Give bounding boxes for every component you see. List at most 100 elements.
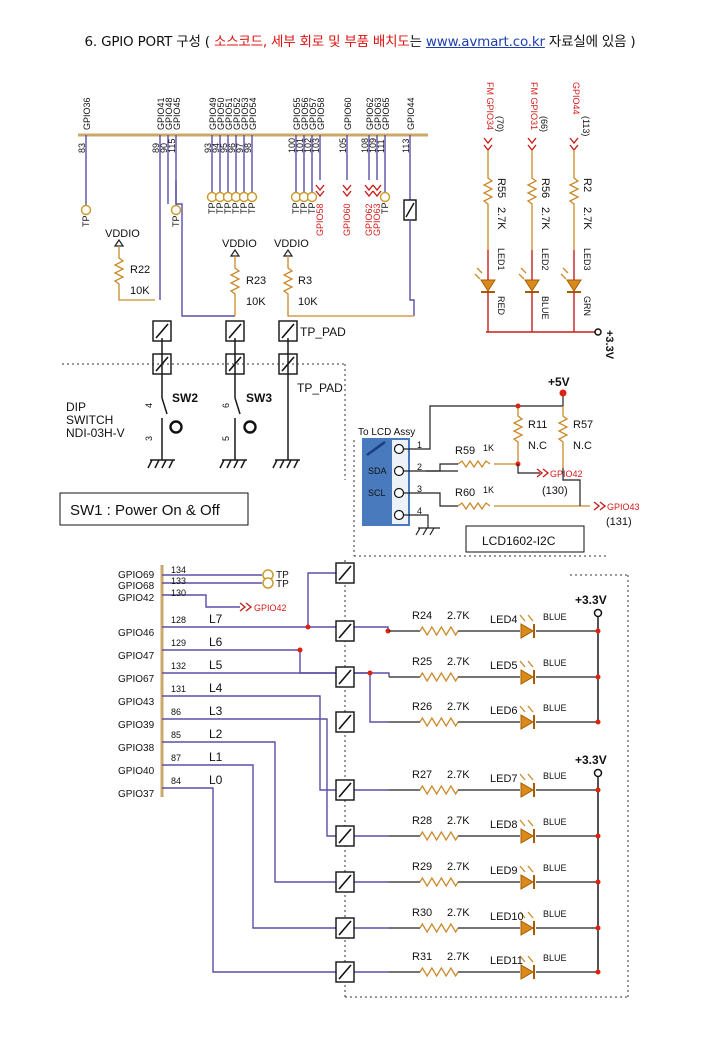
top-signal-gpio62: GPIO62: [365, 97, 375, 130]
lcd-pin-1: 1: [417, 440, 422, 450]
led-top-pin-2: (113): [581, 116, 591, 136]
top-pin-94: 94: [211, 143, 221, 153]
bottom-res-val-3: 2.7K: [447, 769, 470, 781]
tp-label: TP: [215, 202, 225, 214]
bottom-line-l0: L0: [209, 773, 223, 787]
tp-label: TP: [299, 202, 309, 214]
bottom-led-led5: LED5: [490, 660, 518, 672]
top-signal-gpio52: GPIO52: [232, 97, 242, 130]
bottom-led-led8: LED8: [490, 819, 518, 831]
led-top-led-1: LED2: [540, 248, 550, 271]
top-signal-gpio60: GPIO60: [343, 97, 353, 130]
header-red-text: 소스코드, 세부 회로 및 부품 배치도: [213, 34, 410, 50]
top-signal-gpio45: GPIO45: [172, 97, 182, 130]
bottom-res-r28: R28: [412, 815, 432, 827]
led-jumper-3: [335, 711, 355, 733]
bottom-led-color-4: BLUE: [543, 817, 567, 827]
bottom-led-led9: LED9: [490, 865, 518, 877]
top-signal-gpio63: GPIO63: [373, 97, 383, 130]
top-red-tag-0: GPIO58: [315, 203, 325, 236]
top-pin-98: 98: [243, 143, 253, 153]
sda-label: SDA: [368, 466, 387, 476]
jumper-sw2-upper: [152, 320, 172, 342]
top-signal-gpio36: GPIO36: [82, 97, 92, 130]
gpio43-pin: (131): [606, 516, 632, 528]
bottom-res-val-2: 2.7K: [447, 701, 470, 713]
top-pin-97: 97: [235, 143, 245, 153]
bottom-signal-gpio39: GPIO39: [118, 720, 155, 731]
bottom-pin-132: 132: [171, 661, 186, 671]
tp-label: TP: [231, 202, 241, 214]
bottom-line-l3: L3: [209, 704, 223, 718]
led-jumper-1: [335, 620, 355, 642]
page-header: 6. GPIO PORT 구성 ( 소스코드, 세부 회로 및 부품 배치도는 …: [0, 30, 720, 50]
bottom-led-led6: LED6: [490, 705, 518, 717]
scl-label: SCL: [368, 488, 386, 498]
bottom-pin-130: 130: [171, 588, 186, 598]
led-top-pin-1: (66): [539, 116, 549, 132]
top-signal-gpio50: GPIO50: [216, 97, 226, 130]
bottom-res-r24: R24: [412, 610, 432, 622]
bottom-supply-2: +3.3V: [575, 753, 607, 767]
header-prefix: 6. GPIO PORT 구성: [84, 34, 201, 50]
bottom-signal-gpio42: GPIO42: [118, 593, 155, 604]
bottom-signal-gpio67: GPIO67: [118, 674, 155, 685]
tp-label: TP: [239, 202, 249, 214]
led-jumper-8: [335, 961, 355, 983]
pullup-section: VDDIO VDDIO VDDIO R22 10K R23 10K R3 10K…: [105, 228, 414, 395]
header-link[interactable]: www.avmart.co.kr: [425, 34, 545, 50]
tp-pad-label-2: TP_PAD: [297, 381, 343, 395]
top-pin-105: 105: [338, 138, 348, 153]
lcd-pin-4: 4: [417, 506, 422, 516]
led-top-net-2: GPIO44: [571, 82, 581, 115]
header-open: (: [200, 34, 214, 50]
led-jumper-6: [335, 871, 355, 893]
top-red-tag-2: GPIO62: [364, 203, 374, 236]
led-top-pin-0: (70): [495, 116, 505, 132]
tp-label: TP: [207, 202, 217, 214]
r22-value: 10K: [130, 285, 150, 297]
top-signal-gpio44: GPIO44: [406, 97, 416, 130]
bottom-res-val-5: 2.7K: [447, 861, 470, 873]
tp-label: TP: [223, 202, 233, 214]
led-top-res-val-0: 2.7K: [495, 207, 507, 230]
top-signal-gpio48: GPIO48: [164, 97, 174, 130]
bottom-line-l1: L1: [209, 750, 223, 764]
bottom-res-r31: R31: [412, 951, 432, 963]
bottom-signal-gpio38: GPIO38: [118, 743, 155, 754]
bottom-line-l4: L4: [209, 681, 223, 695]
lcd-pin-3: 3: [417, 484, 422, 494]
top-signal-gpio51: GPIO51: [224, 97, 234, 130]
bottom-res-val-6: 2.7K: [447, 907, 470, 919]
bottom-res-r30: R30: [412, 907, 432, 919]
bottom-line-l2: L2: [209, 727, 223, 741]
r59-label: R59: [455, 445, 475, 457]
led-jumper-4: [335, 779, 355, 801]
dip-line-1: DIP: [66, 400, 86, 414]
led-jumper-7: [335, 917, 355, 939]
gpio42-tag: GPIO42: [550, 469, 583, 479]
sw3-label: SW3: [246, 391, 272, 405]
lcd-supply: +5V: [548, 375, 570, 389]
led-top-color-1: BLUE: [540, 296, 550, 320]
bottom-res-r29: R29: [412, 861, 432, 873]
r3-value: 10K: [298, 296, 318, 308]
bottom-signal-gpio68: GPIO68: [118, 581, 155, 592]
vddio-label-1: VDDIO: [105, 228, 140, 240]
leds-top-supply: +3.3V: [603, 330, 615, 360]
bottom-led-led11: LED11: [490, 955, 523, 967]
tp-label: TP: [247, 202, 257, 214]
led-top-net-0: FM GPIO34: [485, 82, 495, 130]
bottom-pin-129: 129: [171, 638, 186, 648]
bottom-signal-gpio69: GPIO69: [118, 570, 155, 581]
bottom-res-val-7: 2.7K: [447, 951, 470, 963]
top-pin-113: 113: [401, 139, 411, 153]
lcd-connector-section: To LCD Assy SDA SCL 1 2 3 4 +5V R11 N.C …: [353, 375, 640, 557]
r57-label: R57: [573, 419, 593, 431]
tp-label: TP: [171, 215, 181, 227]
header-mid: 는: [409, 34, 426, 50]
